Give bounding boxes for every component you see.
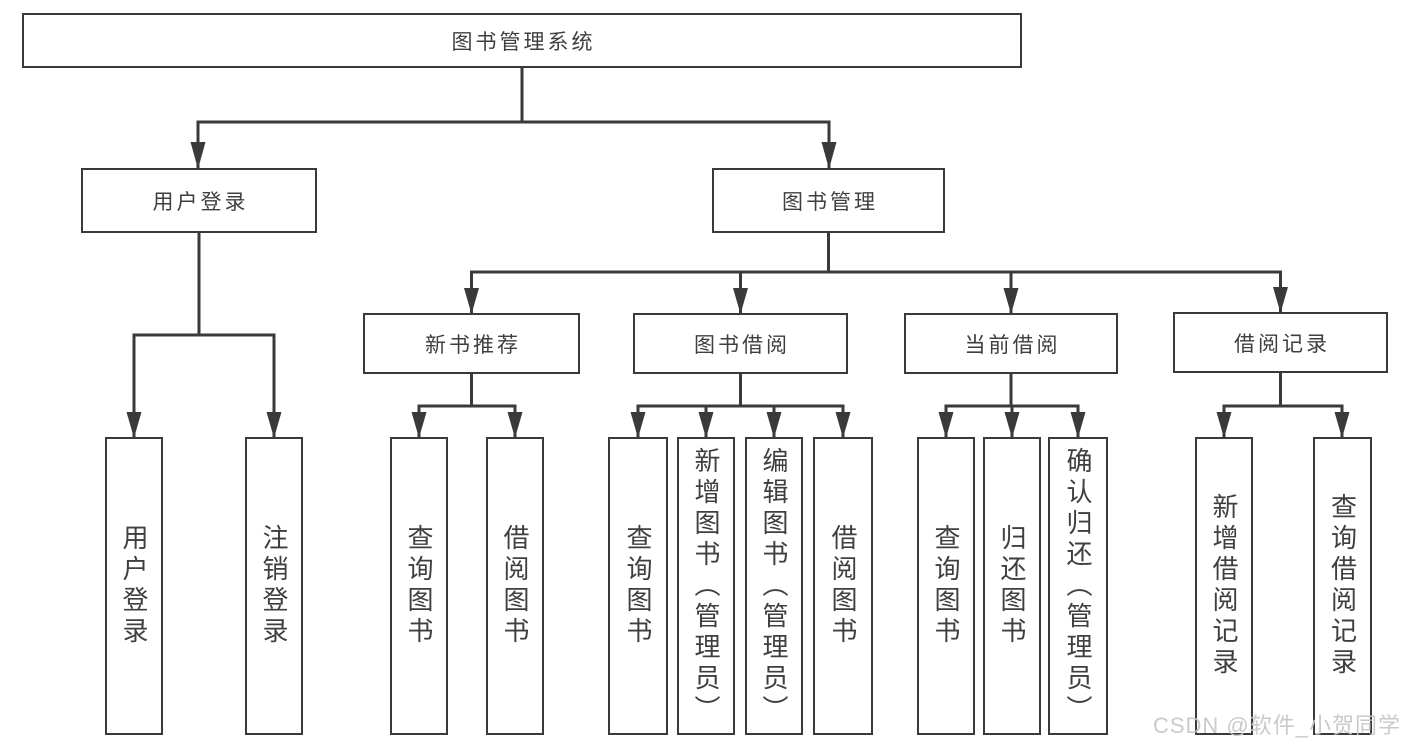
arrowhead-icon [1273, 287, 1288, 313]
arrowhead-icon [766, 412, 782, 438]
connector-new-book-branch [417, 374, 517, 438]
leaf-label: 编辑图书（管理员） [759, 446, 789, 726]
node-current-borrowing: 当前借阅 [904, 313, 1118, 374]
arrowhead-icon [938, 412, 954, 438]
node-label: 用户登录 [152, 190, 249, 214]
leaf-label: 查询借阅记录 [1327, 493, 1358, 679]
leaf-label: 查询图书 [404, 524, 434, 648]
arrowhead-icon [630, 412, 646, 438]
arrowhead-icon [266, 412, 282, 438]
leaf-label: 借阅图书 [500, 524, 530, 648]
leaf-edit-book-admin: 编辑图书（管理员） [745, 437, 803, 735]
arrowhead-icon [1004, 412, 1020, 438]
arrowhead-icon [835, 412, 851, 438]
node-label: 借阅记录 [1234, 332, 1330, 356]
arrowhead-icon [1070, 412, 1086, 438]
leaf-label: 新增图书（管理员） [691, 446, 721, 726]
leaf-label: 归还图书 [997, 524, 1027, 648]
connector-book-mgmt-to-level3 [470, 233, 1282, 314]
leaf-borrow-books: 借阅图书 [813, 437, 873, 735]
leaf-label: 查询图书 [931, 524, 961, 648]
arrowhead-icon [1334, 412, 1350, 438]
arrowhead-icon [126, 412, 142, 438]
leaf-add-book-admin: 新增图书（管理员） [677, 437, 735, 735]
arrowhead-icon [1003, 288, 1019, 314]
arrowhead-icon [698, 412, 714, 438]
leaf-query-books-borrowing: 查询图书 [608, 437, 668, 735]
connector-root-to-level2 [196, 68, 831, 169]
node-label: 新书推荐 [425, 333, 521, 357]
arrowhead-icon [733, 288, 748, 314]
node-label: 图书管理系统 [451, 30, 596, 54]
leaf-user-login: 用户登录 [105, 437, 163, 735]
arrowhead-icon [464, 288, 479, 314]
connector-book-borrow-branch [636, 374, 845, 438]
node-label: 图书管理 [782, 190, 878, 214]
node-book-management: 图书管理 [712, 168, 945, 233]
leaf-label: 用户登录 [119, 524, 149, 648]
leaf-label: 确认归还（管理员） [1063, 446, 1093, 726]
arrowhead-icon [507, 412, 523, 438]
leaf-logout: 注销登录 [245, 437, 303, 735]
leaf-query-borrow-record: 查询借阅记录 [1313, 437, 1372, 735]
connector-borrow-records-branch [1222, 373, 1344, 438]
node-book-borrowing: 图书借阅 [633, 313, 848, 374]
arrowhead-icon [190, 142, 206, 169]
leaf-label: 查询图书 [623, 524, 653, 648]
node-user-login-branch: 用户登录 [81, 168, 317, 233]
arrowhead-icon [411, 412, 427, 438]
leaf-query-books-recommend: 查询图书 [390, 437, 448, 735]
arrowhead-icon [821, 142, 837, 169]
leaf-query-books-current: 查询图书 [917, 437, 975, 735]
node-borrowing-records: 借阅记录 [1173, 312, 1388, 373]
leaf-borrow-books-recommend: 借阅图书 [486, 437, 544, 735]
leaf-confirm-return-admin: 确认归还（管理员） [1048, 437, 1108, 735]
leaf-label: 借阅图书 [828, 524, 858, 648]
connector-user-login-branch [132, 233, 276, 438]
leaf-return-book: 归还图书 [983, 437, 1041, 735]
node-new-book-recommend: 新书推荐 [363, 313, 580, 374]
node-label: 图书借阅 [694, 333, 790, 357]
leaf-add-borrow-record: 新增借阅记录 [1195, 437, 1253, 735]
leaf-label: 新增借阅记录 [1209, 493, 1239, 679]
leaf-label: 注销登录 [259, 524, 289, 648]
arrowhead-icon [1216, 412, 1232, 438]
node-library-management-system: 图书管理系统 [22, 13, 1022, 68]
node-label: 当前借阅 [964, 333, 1061, 357]
csdn-watermark: CSDN @软件_小贺同学 [1152, 713, 1401, 738]
